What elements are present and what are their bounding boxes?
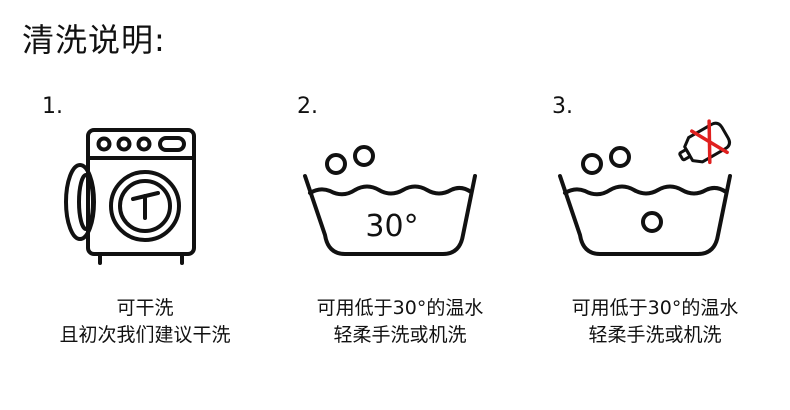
step-number: 1. [42,94,63,119]
step-3: 3. 可用低于30°的温水 轻柔手洗或机洗 [530,90,780,390]
no-bleach-basin-icon [558,119,732,256]
step-caption: 可用低于30°的温水 轻柔手洗或机洗 [571,297,739,346]
cross-icon [690,119,729,165]
step-2: 2. 30° 可用低于30°的温水 轻柔手洗或机洗 [275,90,525,390]
step-number: 3. [552,94,573,119]
step-caption: 可用低于30°的温水 轻柔手洗或机洗 [316,297,484,346]
hand-wash-basin-icon: 30° [303,145,477,256]
step-caption: 可干洗 且初次我们建议干洗 [59,297,231,346]
step-number: 2. [297,94,318,119]
step-1: 1. 可干洗 且初次我们建议干洗 [20,90,270,390]
washing-machine-icon [64,128,196,265]
temperature-label: 30° [365,209,418,244]
bleach-bottle-icon [678,119,732,165]
page-title: 清洗说明: [22,21,166,59]
